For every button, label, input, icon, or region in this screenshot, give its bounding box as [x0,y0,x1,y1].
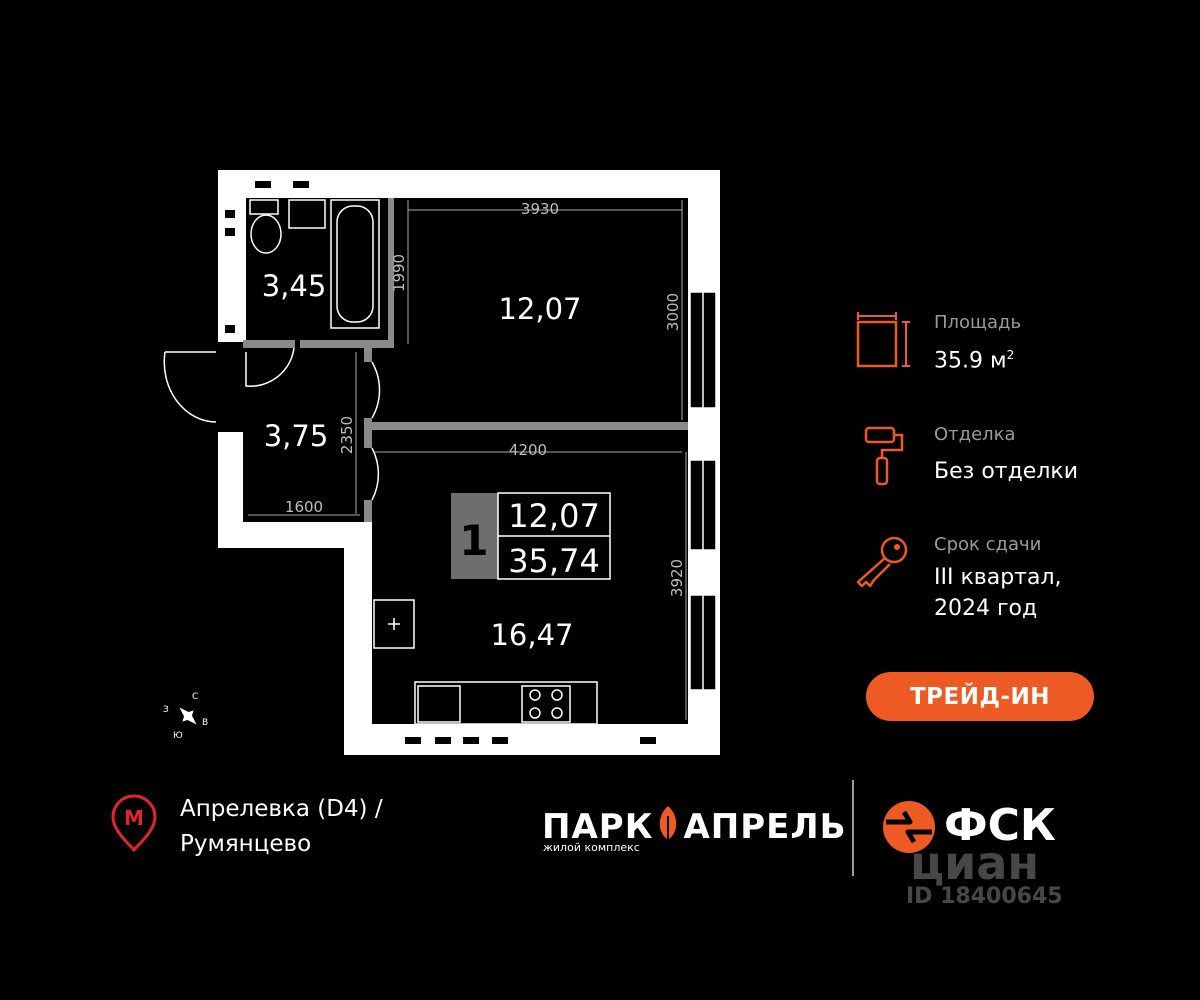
paint-roller-icon [864,426,904,486]
compass-w: З [163,705,169,715]
area-icon [856,312,910,368]
compass-icon: С З В Ю [163,692,208,741]
logo-subtitle: жилой комплекс [543,841,640,854]
finish-value: Без отделки [934,459,1078,484]
interior-doors [245,347,381,501]
entrance-door [163,351,217,423]
metro-station-1: Апрелевка (D4) / [180,796,383,822]
vent-marks [225,181,656,744]
park-april-logo: ПАРК АПРЕЛЬ [542,806,847,847]
fsk-logo-text: ФСК [944,800,1056,851]
dim-top: 3930 [521,200,559,218]
compass-s: Ю [173,731,183,741]
metro-pin-icon: М [111,794,157,853]
trade-in-button[interactable]: ТРЕЙД-ИН [866,672,1094,721]
area-hallway: 3,75 [264,419,329,453]
deadline-line2: 2024 год [934,596,1038,621]
logo-park-left: ПАРК [542,807,654,847]
metro-station-2: Румянцево [180,831,312,857]
dim-kitchen-right: 3920 [668,559,686,597]
dim-hall-height: 2350 [338,416,356,454]
area-value-sup: 2 [1006,348,1015,362]
area-bathroom: 3,45 [262,269,327,303]
leaf-icon [660,806,677,844]
dimension-labels: 3930 1990 3000 2350 4200 1600 3920 [285,200,686,597]
dim-room-left: 1990 [390,254,408,292]
fsk-logo-icon [883,801,935,853]
compass-n: С [192,692,198,702]
badge-living-area: 12,07 [508,497,600,535]
badge-rooms: 1 [459,516,488,565]
dim-hall-width: 1600 [285,498,323,516]
badge-total-area: 35,74 [508,542,600,580]
area-kitchen: 16,47 [490,618,573,652]
dimension-lines [248,200,687,720]
walls [218,170,720,755]
metro-letter: М [124,806,144,830]
logo-park-right: АПРЕЛЬ [683,807,847,847]
area-room: 12,07 [498,292,581,326]
area-value: 35.9 м2 [934,340,1014,376]
deadline-label: Срок сдачи [934,534,1042,555]
cian-watermark: циан [910,836,1040,890]
fixtures [249,199,598,725]
windows [689,291,717,691]
finish-label: Отделка [934,424,1016,445]
room-areas: 3,45 12,07 3,75 16,47 [262,269,582,652]
dim-room-right: 3000 [664,293,682,331]
key-icon [856,536,908,588]
area-label: Площадь [934,312,1022,333]
partitions [243,198,688,522]
cian-id: ID 18400645 [906,884,1063,909]
logo-divider [852,780,854,876]
area-value-text: 35.9 м [934,348,1007,374]
area-badge: 1 12,07 35,74 [451,492,611,580]
deadline-line1: III квартал, [934,565,1062,590]
dim-partition: 4200 [509,441,547,459]
compass-e: В [202,718,208,728]
